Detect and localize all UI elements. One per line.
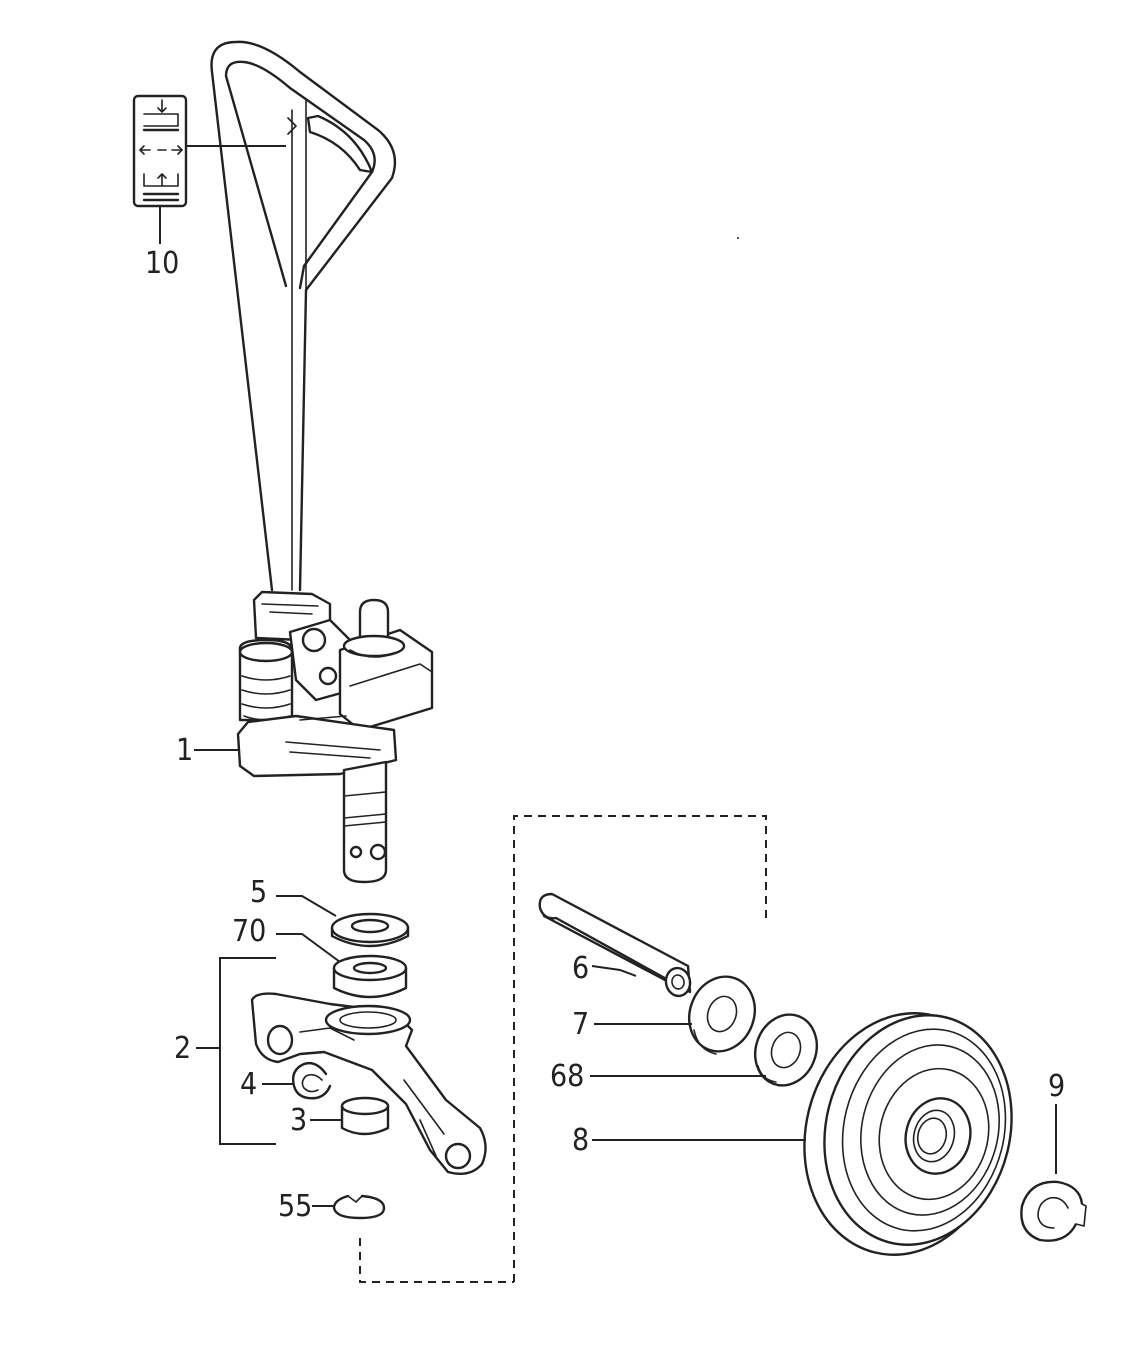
handle-tiller	[210, 40, 397, 592]
control-label-plate	[132, 94, 188, 208]
callout-3: 3	[290, 1103, 307, 1138]
callout-9: 9	[1048, 1069, 1065, 1104]
callout-70: 70	[232, 914, 266, 949]
snap-ring-9	[1020, 1180, 1087, 1242]
circlip-4	[291, 1061, 332, 1100]
retaining-clip-55	[332, 1194, 386, 1220]
callout-68: 68	[550, 1059, 584, 1094]
callout-6: 6	[572, 951, 589, 986]
leader-lines	[159, 145, 1057, 1207]
callout-7: 7	[572, 1007, 589, 1042]
wheel-8	[803, 1012, 1013, 1256]
callout-5: 5	[250, 875, 267, 910]
axle-pin-6	[538, 892, 692, 998]
stray-dot	[737, 237, 739, 239]
thrust-washer-7	[688, 975, 756, 1055]
callout-55: 55	[278, 1189, 312, 1224]
callout-10: 10	[145, 246, 179, 281]
callout-1: 1	[176, 733, 193, 768]
callout-2: 2	[174, 1031, 191, 1066]
callout-numbers: 10 1 5 70 2 4 3 55 6 7 68 8 9	[145, 246, 1065, 1224]
pump-head-assembly	[236, 590, 434, 884]
spacer-ring-70	[332, 954, 408, 999]
callout-8: 8	[572, 1123, 589, 1158]
callout-4: 4	[240, 1067, 257, 1102]
steering-arm	[250, 992, 487, 1175]
spacer-washer-68	[754, 1013, 818, 1087]
bushing-3	[340, 1096, 390, 1136]
assembly-guide-lines	[359, 815, 767, 1283]
washer-5	[330, 912, 410, 948]
